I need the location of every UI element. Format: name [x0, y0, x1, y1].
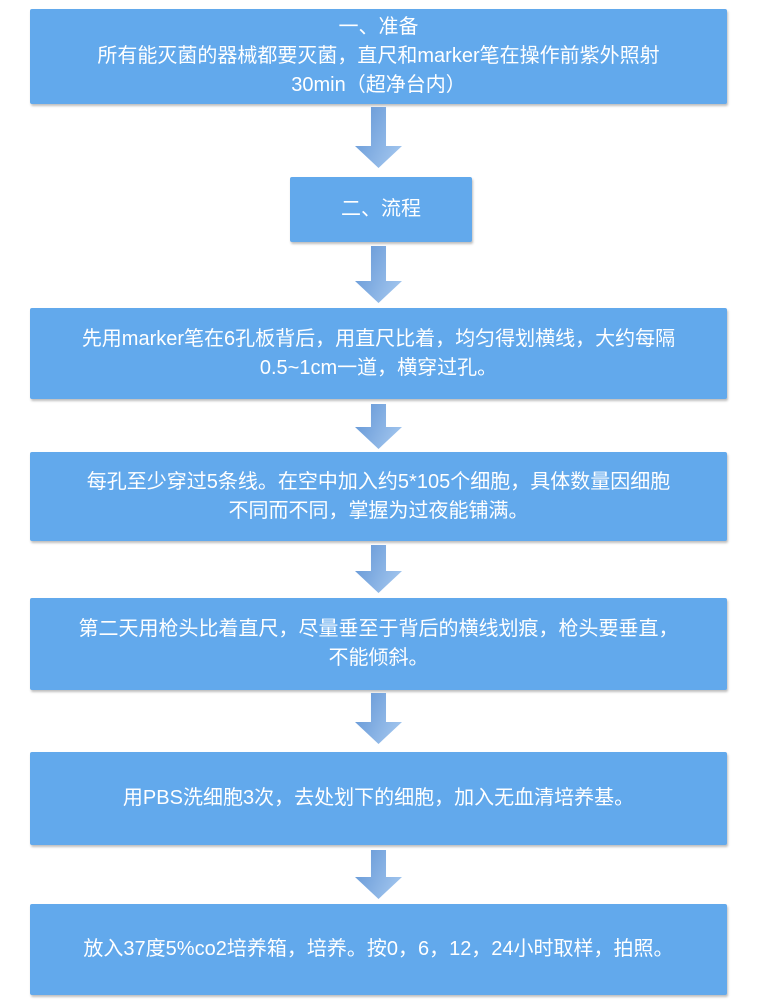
step-text-line: 用PBS洗细胞3次，去处划下的细胞，加入无血清培养基。 [122, 787, 635, 809]
down-arrow-icon [355, 107, 402, 168]
step-text-line: 第二天用枪头比着直尺，尽量垂至于背后的横线划痕，枪头要垂直， [78, 618, 679, 640]
step-text-line: 30min（超净台内） [291, 74, 466, 96]
step-text-line: 0.5~1cm一道，横穿过孔。 [259, 356, 498, 379]
step-title: 二、流程 [341, 198, 421, 220]
step-text-line: 所有能灭菌的器械都要灭菌，直尺和marker笔在操作前紫外照射 [97, 45, 660, 67]
step-text-line: 放入37度5%co2培养箱，培养。按0，6，12，24小时取样，拍照。 [83, 938, 674, 960]
step-text-line: 先用marker笔在6孔板背后，用直尺比着，均匀得划横线，大约每隔 [81, 327, 676, 350]
down-arrow-icon [355, 404, 402, 449]
down-arrow-icon [355, 693, 402, 744]
down-arrow-icon [355, 850, 402, 899]
down-arrow-icon [355, 246, 402, 303]
step-box-draw-lines: 先用marker笔在6孔板背后，用直尺比着，均匀得划横线，大约每隔 0.5~1c… [30, 308, 727, 399]
step-box-preparation: 一、准备 所有能灭菌的器械都要灭菌，直尺和marker笔在操作前紫外照射 30m… [30, 9, 727, 104]
step-text-line: 不同而不同，掌握为过夜能铺满。 [228, 499, 529, 522]
step-box-seed-cells: 每孔至少穿过5条线。在空中加入约5*105个细胞，具体数量因细胞 不同而不同，掌… [30, 452, 727, 541]
step-title: 一、准备 [338, 16, 419, 38]
step-text-line: 每孔至少穿过5条线。在空中加入约5*105个细胞，具体数量因细胞 [86, 470, 671, 493]
step-box-incubate: 放入37度5%co2培养箱，培养。按0，6，12，24小时取样，拍照。 [30, 904, 727, 995]
step-box-process: 二、流程 [290, 177, 472, 242]
down-arrow-icon [355, 545, 402, 593]
step-text-line: 不能倾斜。 [328, 647, 429, 669]
step-box-wash: 用PBS洗细胞3次，去处划下的细胞，加入无血清培养基。 [30, 752, 727, 845]
step-box-scratch: 第二天用枪头比着直尺，尽量垂至于背后的横线划痕，枪头要垂直， 不能倾斜。 [30, 598, 727, 690]
